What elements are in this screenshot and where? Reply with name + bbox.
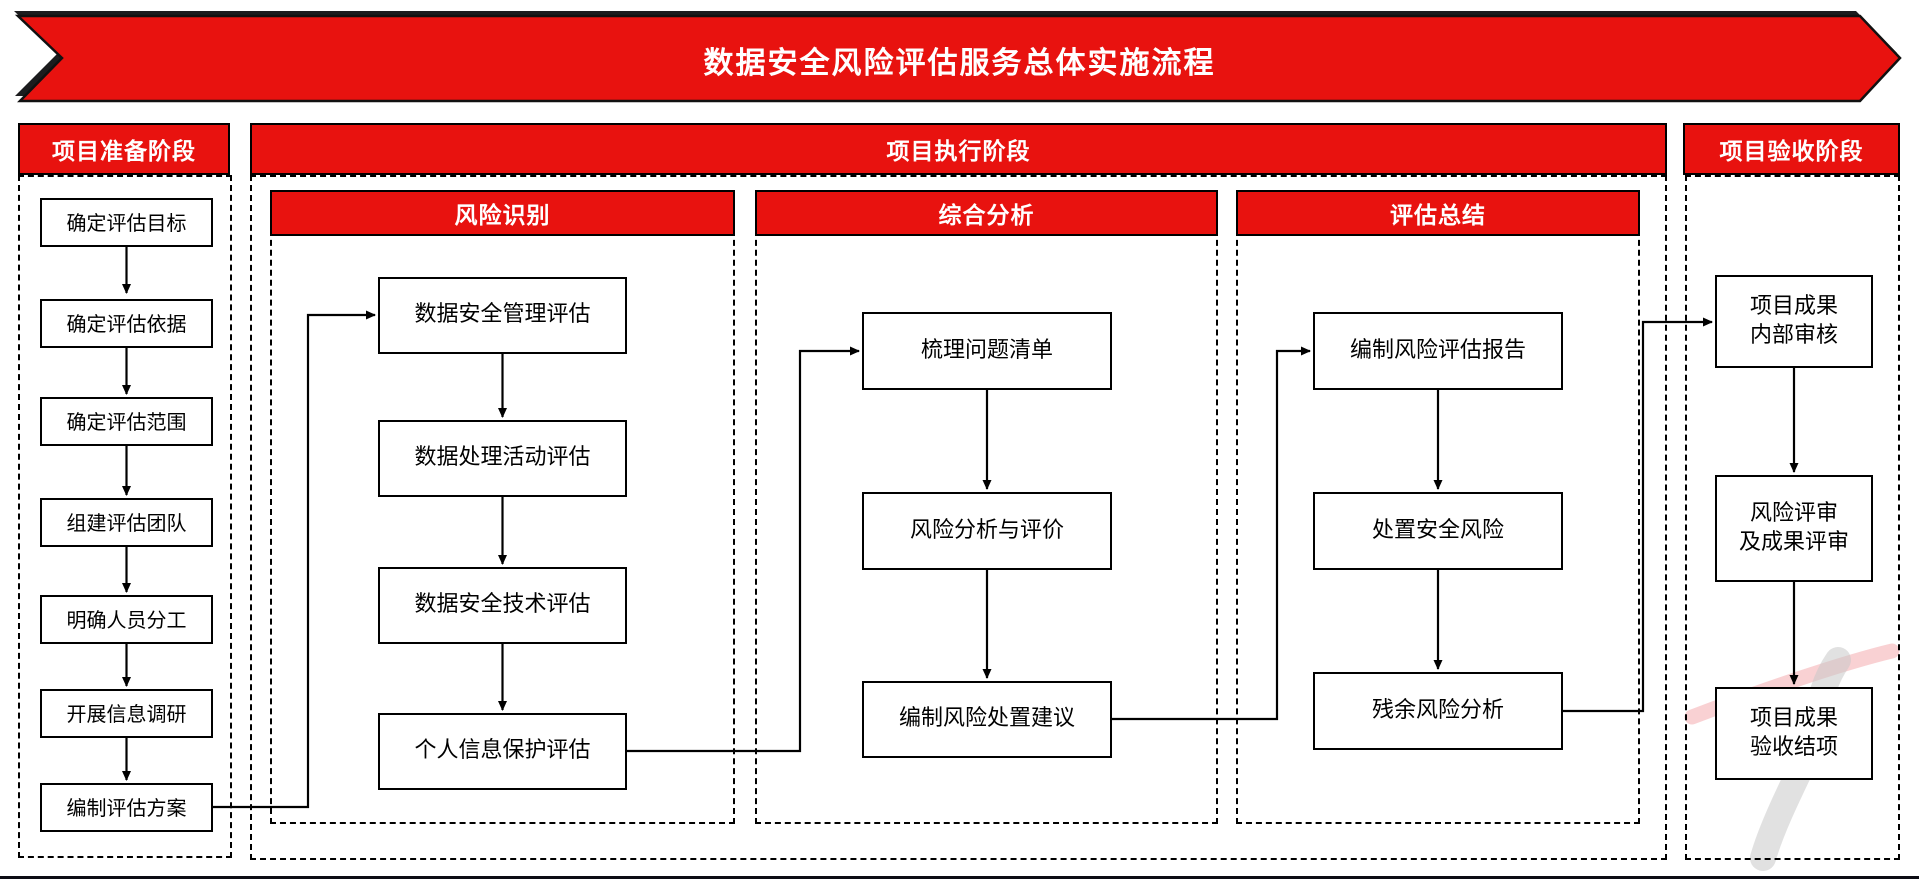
- step-residual-risk: 残余风险分析: [1313, 672, 1563, 750]
- step-handle-risk: 处置安全风险: [1313, 492, 1563, 570]
- step-define-basis: 确定评估依据: [40, 299, 213, 348]
- step-issue-list: 梳理问题清单: [862, 312, 1112, 390]
- step-mgmt-assessment: 数据安全管理评估: [378, 277, 627, 354]
- step-risk-and-result-review-line2: 及成果评审: [1738, 529, 1849, 555]
- step-make-plan: 编制评估方案: [40, 783, 213, 832]
- page-title: 数据安全风险评估服务总体实施流程: [703, 46, 1216, 81]
- step-tech-assessment: 数据安全技术评估: [378, 567, 627, 644]
- banner-shape: [14, 14, 1902, 103]
- step-risk-analysis: 风险分析与评价: [862, 492, 1112, 570]
- group-header-assessment-summary: 评估总结: [1236, 190, 1640, 236]
- group-header-risk-identification: 风险识别: [270, 190, 735, 236]
- step-build-team: 组建评估团队: [40, 498, 213, 547]
- step-assign-roles: 明确人员分工: [40, 595, 213, 644]
- step-acceptance-closure-line1: 项目成果: [1749, 705, 1838, 731]
- phase-header-preparation: 项目准备阶段: [18, 123, 230, 175]
- step-define-goal: 确定评估目标: [40, 198, 213, 247]
- step-acceptance-closure: 项目成果 验收结项: [1715, 687, 1873, 780]
- step-risk-and-result-review: 风险评审 及成果评审: [1715, 475, 1873, 582]
- step-assessment-report: 编制风险评估报告: [1313, 312, 1563, 390]
- step-info-research: 开展信息调研: [40, 689, 213, 738]
- step-define-scope: 确定评估范围: [40, 397, 213, 446]
- step-pi-protection-assessment: 个人信息保护评估: [378, 713, 627, 790]
- phase-header-execution: 项目执行阶段: [250, 123, 1667, 175]
- step-treatment-suggestion: 编制风险处置建议: [862, 681, 1112, 758]
- group-header-comprehensive-analysis: 综合分析: [755, 190, 1218, 236]
- phase-header-acceptance: 项目验收阶段: [1683, 123, 1900, 175]
- bottom-divider: [0, 876, 1919, 879]
- step-internal-review: 项目成果 内部审核: [1715, 275, 1873, 368]
- step-processing-assessment: 数据处理活动评估: [378, 420, 627, 497]
- step-internal-review-line2: 内部审核: [1749, 322, 1838, 348]
- step-risk-and-result-review-line1: 风险评审: [1749, 500, 1838, 526]
- step-internal-review-line1: 项目成果: [1749, 293, 1838, 319]
- step-acceptance-closure-line2: 验收结项: [1749, 734, 1838, 760]
- title-banner-ribbon: [14, 11, 1902, 103]
